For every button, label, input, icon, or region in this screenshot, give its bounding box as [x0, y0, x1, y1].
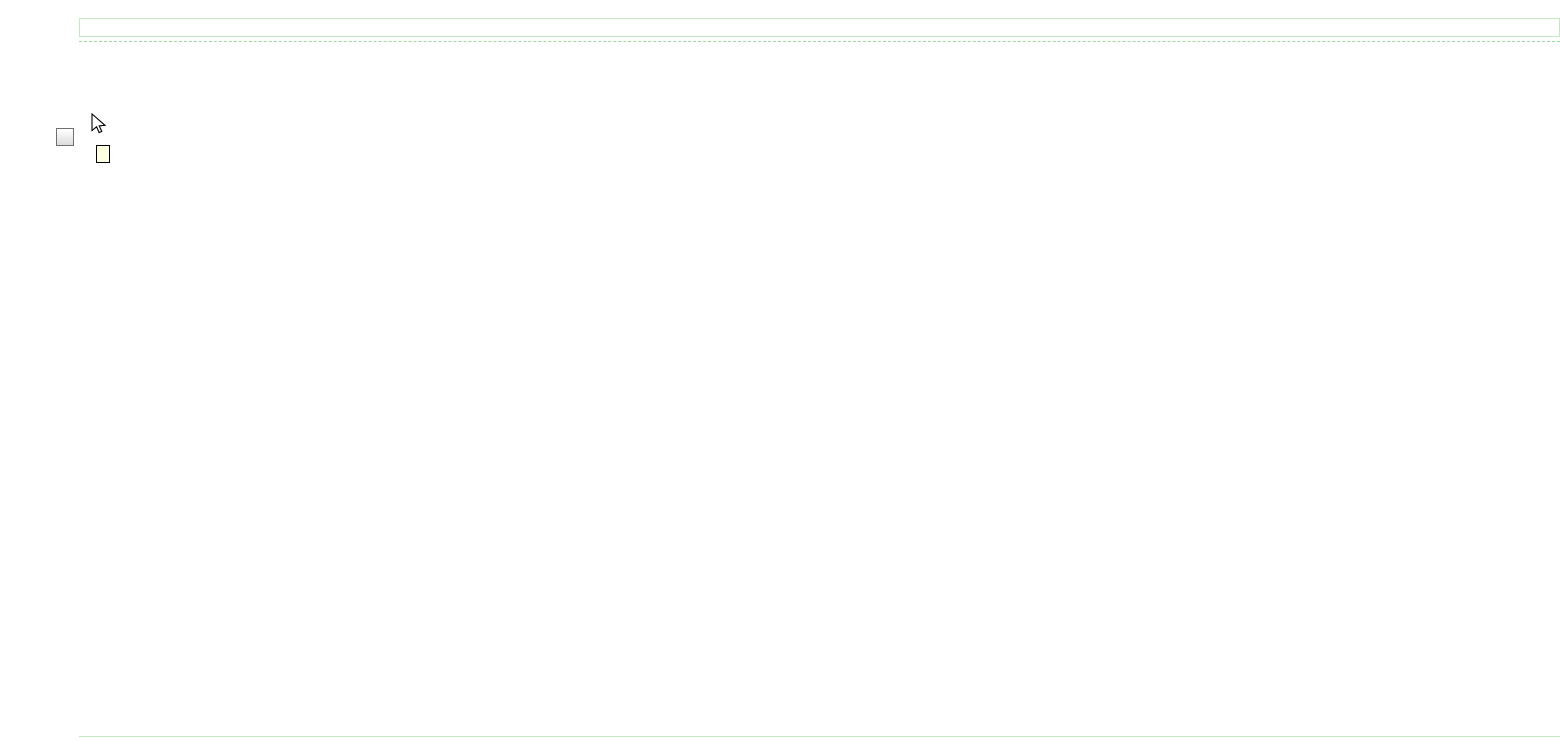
expand-plus-button[interactable]	[56, 128, 74, 146]
mouse-cursor-icon	[91, 113, 107, 134]
next-rung-comment-partial	[79, 736, 1560, 741]
selection-dashed-line	[79, 41, 1560, 42]
tooltip	[96, 145, 110, 163]
rung-comment-bar[interactable]	[79, 18, 1560, 37]
